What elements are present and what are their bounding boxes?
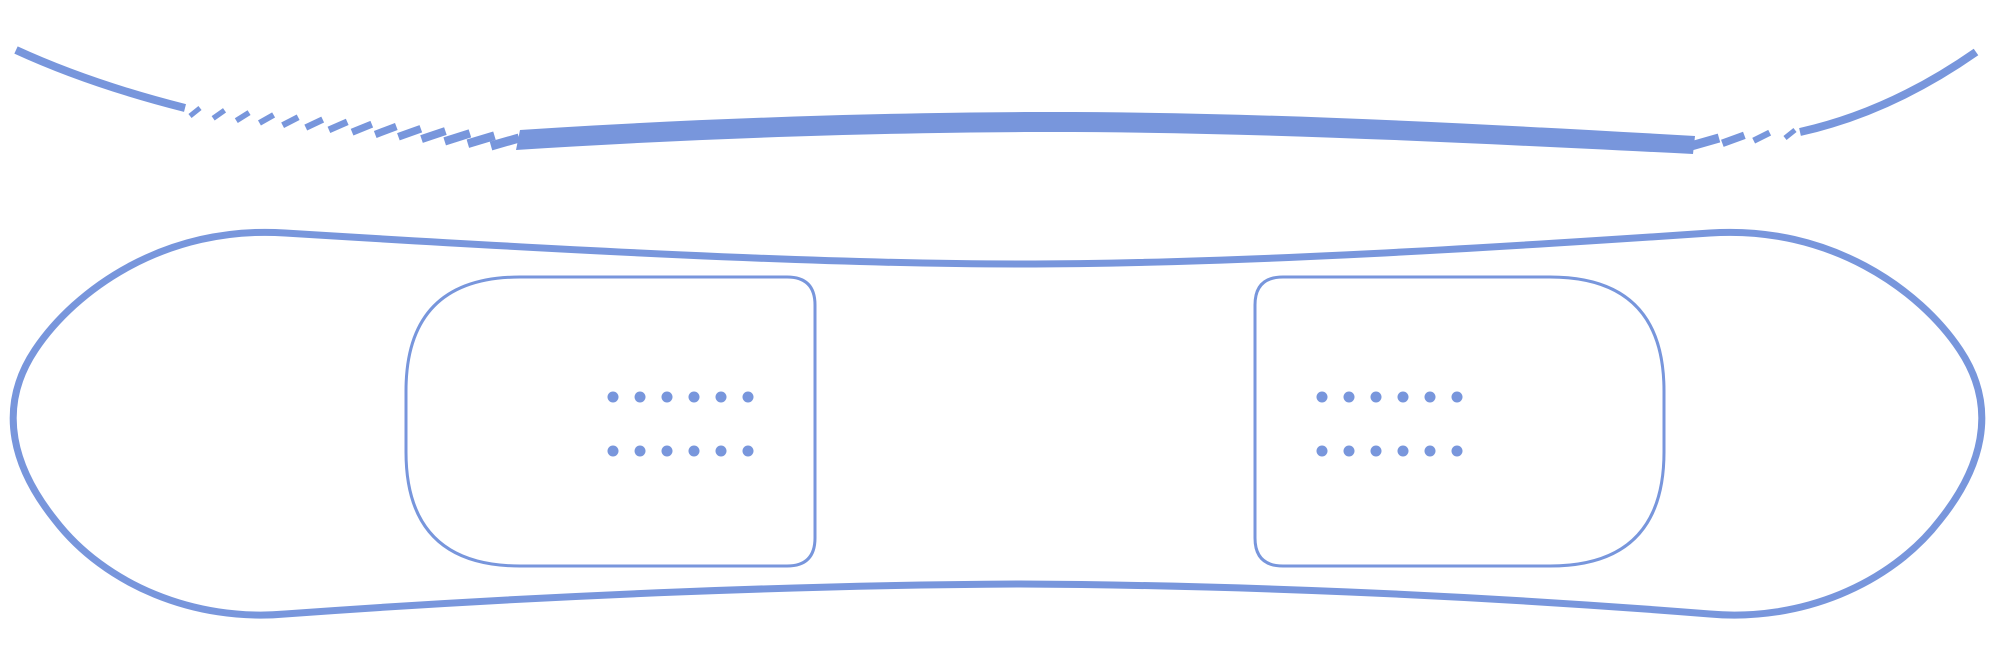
nose-hatch-mark <box>281 114 300 129</box>
nose-hatch-mark <box>466 131 496 148</box>
insert-hole-left <box>661 445 673 457</box>
nose-hatch-mark <box>188 106 202 118</box>
insert-hole-left <box>715 445 727 457</box>
insert-hole-left <box>742 391 754 403</box>
nose-hatch-mark <box>443 129 472 146</box>
nose-hatch-mark <box>373 122 398 138</box>
side-profile-tail-hatch <box>1689 128 1797 151</box>
tail-hatch-mark <box>1689 133 1721 151</box>
insert-hole-left <box>607 391 619 403</box>
nose-hatch-mark <box>489 133 521 151</box>
nose-hatch-mark <box>327 118 349 133</box>
side-profile-tail-tip <box>1799 48 1979 136</box>
insert-hole-right <box>1343 445 1355 457</box>
side-profile-view <box>14 46 1979 154</box>
board-outline <box>9 228 1986 619</box>
insert-hole-left <box>634 391 646 403</box>
nose-hatch-mark <box>397 125 423 141</box>
tail-hatch-mark <box>1721 131 1746 147</box>
insert-hole-right <box>1397 391 1409 403</box>
insert-hole-left <box>661 391 673 403</box>
insert-hole-left <box>742 445 754 457</box>
insert-hole-right <box>1370 391 1382 403</box>
insert-hole-right <box>1397 445 1409 457</box>
nose-hatch-mark <box>211 108 227 121</box>
top-view <box>9 228 1986 619</box>
insert-hole-left <box>715 391 727 403</box>
insert-hole-left <box>688 391 700 403</box>
insert-hole-left <box>607 445 619 457</box>
insert-hole-left <box>688 445 700 457</box>
insert-hole-right <box>1424 445 1436 457</box>
binding-area-left <box>404 275 817 568</box>
insert-hole-right <box>1451 391 1463 403</box>
insert-pattern-right <box>1316 391 1463 457</box>
insert-hole-right <box>1451 445 1463 457</box>
nose-hatch-mark <box>350 120 374 136</box>
insert-hole-right <box>1370 445 1382 457</box>
side-profile-nose-tip <box>14 46 186 112</box>
insert-hole-right <box>1424 391 1436 403</box>
insert-pattern-left <box>607 391 754 457</box>
nose-hatch-mark <box>420 127 447 143</box>
nose-hatch-mark <box>258 112 276 126</box>
tail-hatch-mark <box>1783 128 1797 140</box>
binding-area-right <box>1253 275 1666 568</box>
insert-hole-right <box>1343 391 1355 403</box>
insert-hole-right <box>1316 445 1328 457</box>
side-profile-deck <box>516 112 1695 154</box>
insert-hole-left <box>634 445 646 457</box>
nose-hatch-mark <box>234 110 251 123</box>
nose-hatch-mark <box>304 116 325 131</box>
side-profile-nose-hatch <box>188 106 521 151</box>
tail-hatch-mark <box>1752 129 1772 144</box>
insert-hole-right <box>1316 391 1328 403</box>
